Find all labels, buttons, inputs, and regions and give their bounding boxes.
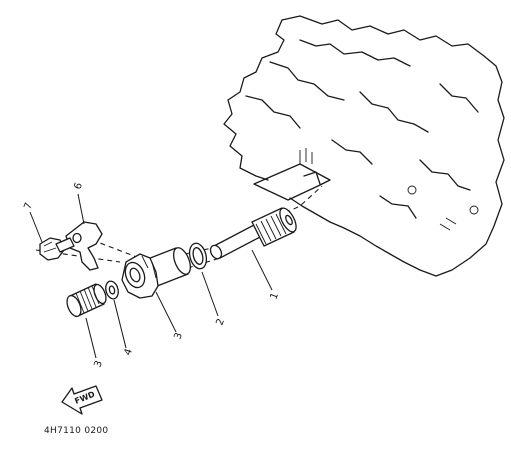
o-ring [188,242,208,270]
figure-code: 4H7110 0200 [44,426,108,436]
engine-casing [223,15,505,277]
forward-arrow-icon: FWD [61,385,103,415]
bolt [39,237,75,261]
callout-6: 6 [72,181,85,191]
callout-4: 4 [122,347,135,357]
assembly-centerline [35,185,323,269]
threaded-fitting [66,283,107,318]
callout-3-sleeve: 3 [172,331,185,341]
gear-sleeve [121,247,191,299]
drive-gear-shaft [209,207,297,260]
callout-1: 1 [268,291,281,301]
callout-7: 7 [22,201,35,211]
casing-bore [253,163,331,201]
leader-lines [29,193,273,359]
retainer-plate [65,221,103,271]
washer [105,280,119,300]
callout-2: 2 [214,317,227,327]
callout-labels: 1 2 3 3 4 6 7 [22,181,281,369]
callout-3-fitting: 3 [92,359,105,369]
